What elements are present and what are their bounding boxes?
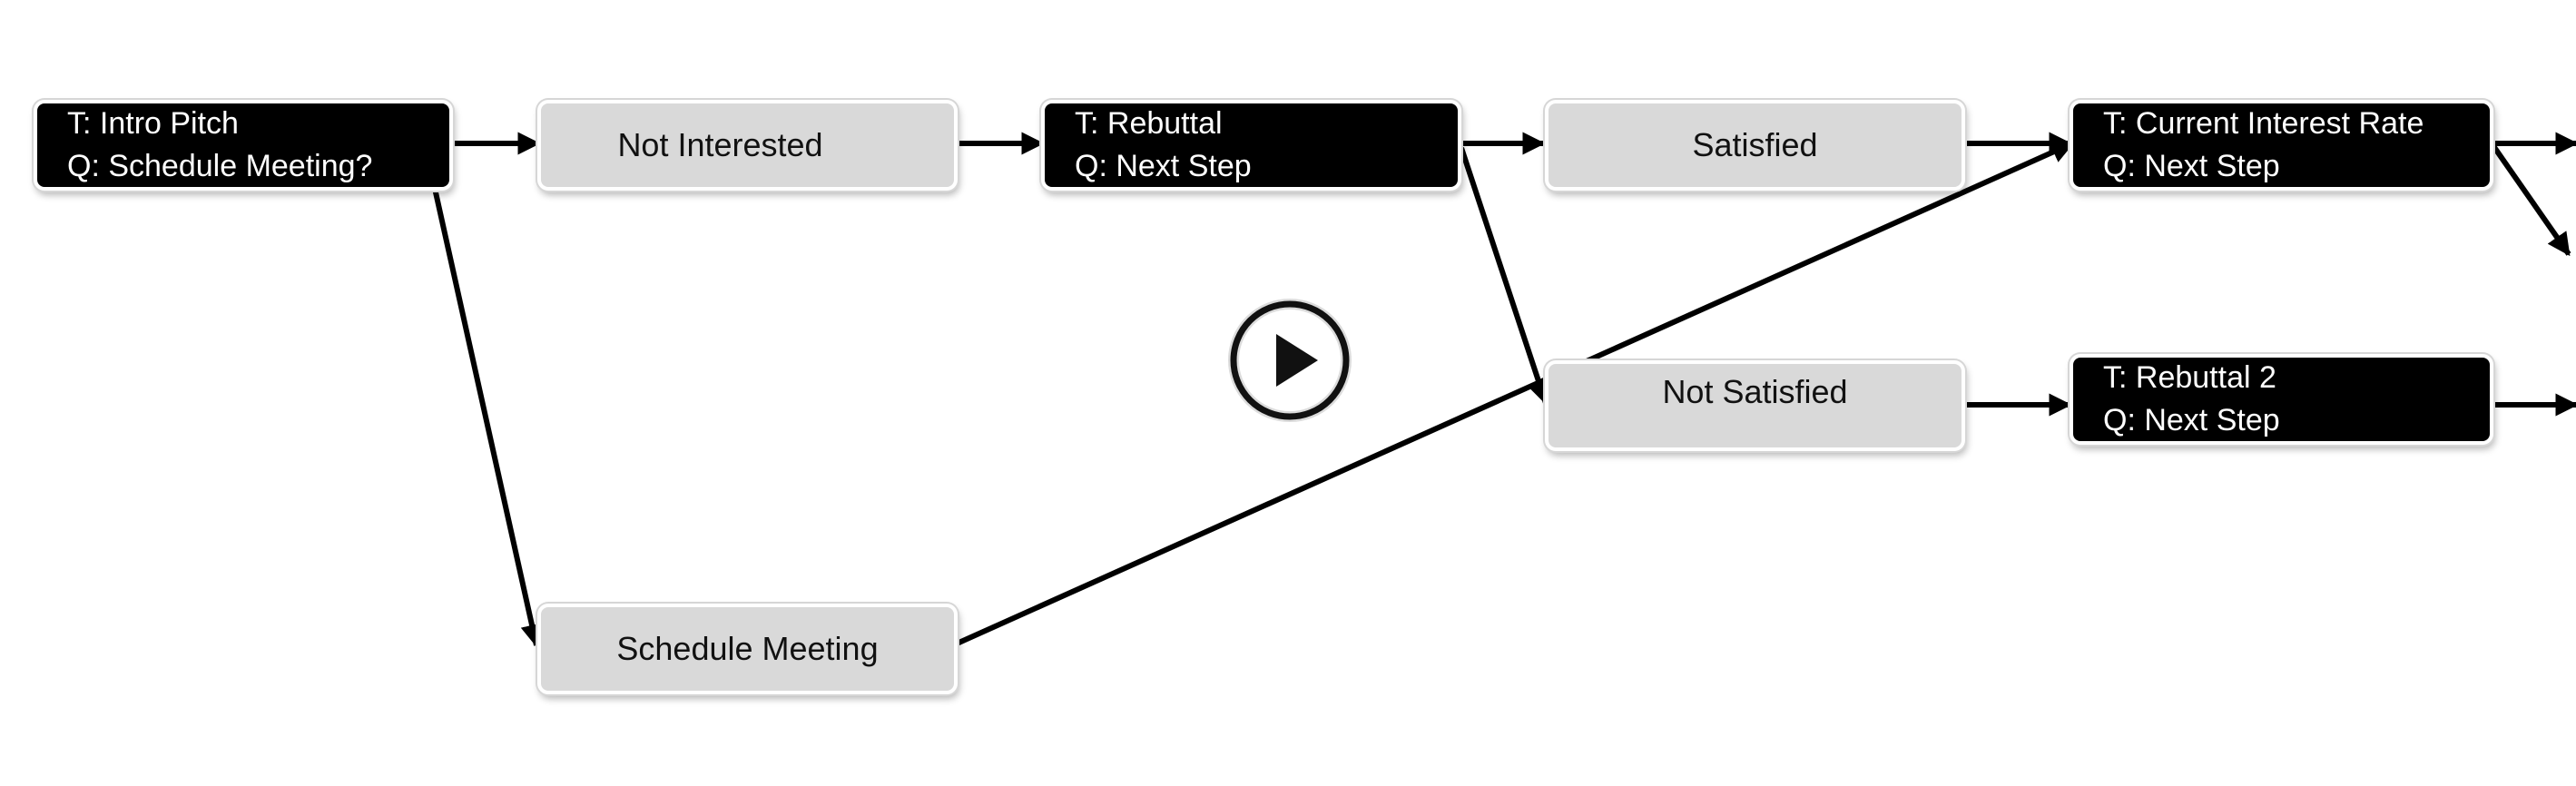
connector-interest-rate-out-down <box>2489 142 2571 257</box>
node-satisfied[interactable]: Satisfied <box>1545 100 1965 191</box>
node-current-interest-rate-question: Q: Next Step <box>2103 149 2280 183</box>
play-button[interactable] <box>1227 298 1352 423</box>
node-rebuttal-2-title: T: Rebuttal 2 <box>2103 360 2276 395</box>
node-intro-pitch-question: Q: Schedule Meeting? <box>67 149 373 183</box>
node-rebuttal-question: Q: Next Step <box>1075 149 1252 183</box>
connector-intro-to-schedule-meeting <box>431 183 544 648</box>
node-rebuttal-2-question: Q: Next Step <box>2103 403 2280 437</box>
node-not-satisfied-label: Not Satisfied <box>1662 373 1848 410</box>
node-not-satisfied[interactable]: Not Satisfied <box>1545 360 1965 451</box>
connector-schedule-meeting-to-interest-rate <box>953 141 2075 647</box>
node-intro-pitch-title: T: Intro Pitch <box>67 106 239 141</box>
node-schedule-meeting[interactable]: Schedule Meeting <box>537 604 958 694</box>
node-rebuttal[interactable]: T: Rebuttal Q: Next Step <box>1041 100 1461 191</box>
node-current-interest-rate[interactable]: T: Current Interest Rate Q: Next Step <box>2070 100 2493 191</box>
node-not-interested-label: Not Interested <box>617 126 823 163</box>
node-current-interest-rate-title: T: Current Interest Rate <box>2103 106 2424 141</box>
node-not-interested[interactable]: Not Interested <box>537 100 958 191</box>
node-rebuttal-2[interactable]: T: Rebuttal 2 Q: Next Step <box>2070 354 2493 445</box>
node-schedule-meeting-label: Schedule Meeting <box>616 630 879 667</box>
node-satisfied-label: Satisfied <box>1692 126 1818 163</box>
node-intro-pitch[interactable]: T: Intro Pitch Q: Schedule Meeting? <box>34 100 453 191</box>
node-rebuttal-title: T: Rebuttal <box>1075 106 1223 141</box>
play-icon <box>1228 299 1352 422</box>
connector-rebuttal-to-not-satisfied <box>1459 147 1550 406</box>
